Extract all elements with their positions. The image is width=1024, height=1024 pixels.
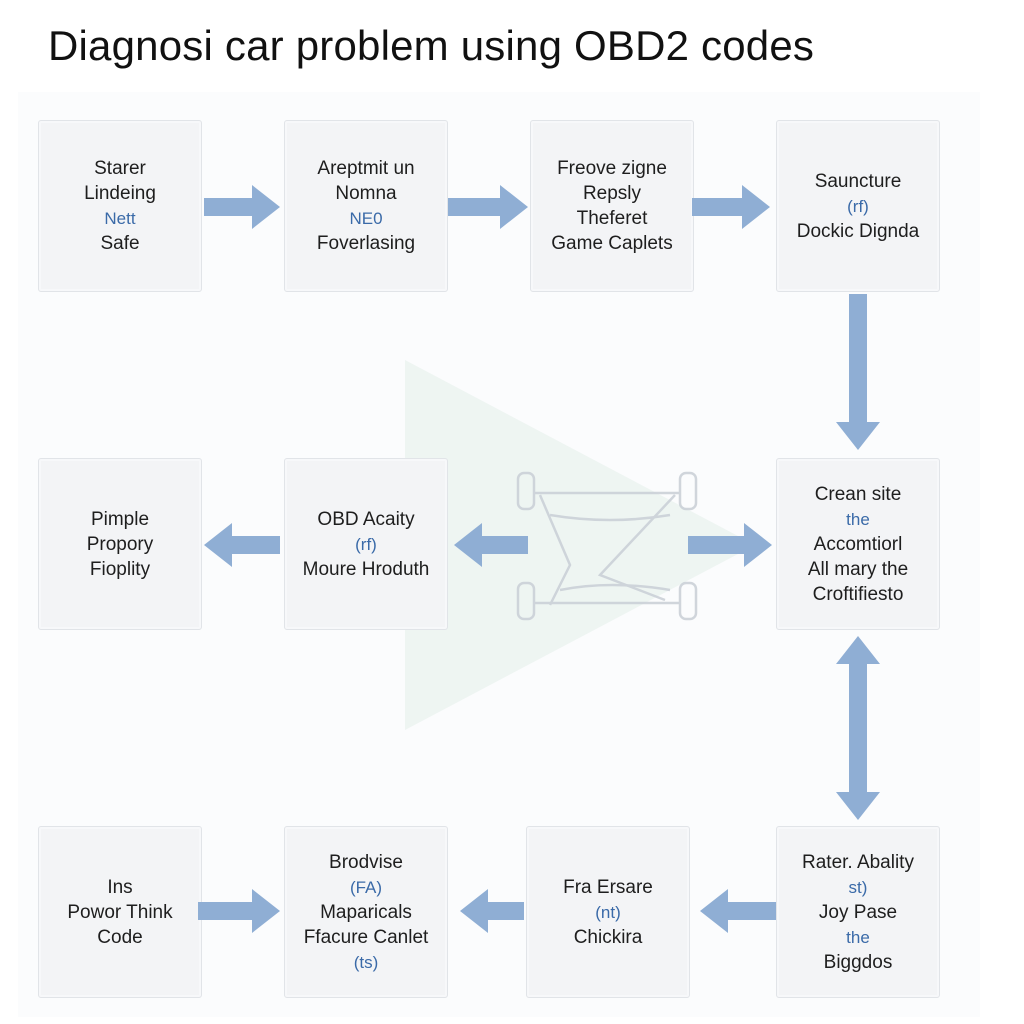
step-box-r1c4: Sauncture (rf) Dockic Dignda [776, 120, 940, 292]
arrow-r3c4-to-r3c3 [700, 889, 776, 933]
step-text-line: Fra Ersare [563, 876, 653, 898]
arrow-shape [688, 523, 772, 567]
arrow-r3c3-to-r3c2 [460, 889, 524, 933]
step-box-r2c2: OBD Acaity (rf) Moure Hroduth [284, 458, 448, 630]
step-text-line: Sauncture [814, 170, 902, 192]
step-text-line: Biggdos [823, 951, 893, 973]
step-text-line: Nomna [335, 183, 397, 204]
step-text-line: Rater. Abality [802, 851, 914, 873]
step-text-line: (nt) [595, 902, 621, 922]
step-text-line: Propory [86, 533, 154, 555]
arrow-shape [204, 523, 280, 567]
step-text-line: Freove zigne [557, 158, 667, 179]
step-text-line: Accomtiorl [813, 533, 903, 555]
arrow-center-to-r2c4 [688, 523, 772, 567]
step-text-line: Code [97, 926, 143, 948]
step-text-line: the [846, 509, 870, 529]
step-text-line: (rf) [847, 196, 869, 216]
step-text-line: Brodvise [329, 851, 403, 873]
diagram-title: Diagnosi car problem using OBD2 codes [48, 22, 815, 69]
step-text-line: (ts) [353, 952, 379, 972]
step-text-line: All mary the [807, 558, 909, 580]
step-text-line: OBD Acaity [317, 508, 415, 530]
step-text-line: Repsly [582, 183, 642, 204]
step-text-line: Foverlasing [316, 233, 416, 254]
arrow-shape [836, 636, 880, 820]
arrow-center-to-r2c2 [454, 523, 528, 567]
arrow-r1c1-to-r1c2 [204, 185, 280, 229]
step-text-line: st) [848, 877, 868, 897]
step-text-line: (FA) [349, 877, 383, 897]
arrow-r1c2-to-r1c3 [448, 185, 528, 229]
step-text-line: Safe [100, 233, 140, 254]
step-text-line: (rf) [355, 534, 377, 554]
step-text-line: Croftifiesto [812, 583, 904, 605]
step-text-line: Powor Think [67, 901, 173, 923]
arrow-shape [204, 185, 280, 229]
step-text-line: Crean site [814, 483, 902, 505]
arrow-r3c1-to-r3c2 [198, 889, 280, 933]
arrow-shape [454, 523, 528, 567]
step-text-line: Fioplity [89, 558, 151, 580]
arrow-shape [836, 294, 880, 450]
car-chassis-watermark [405, 360, 755, 730]
step-text-line: Joy Pase [818, 901, 898, 923]
arrow-r1c3-to-r1c4 [692, 185, 770, 229]
step-text-line: Lindeing [84, 183, 156, 204]
step-text-line: Ins [107, 876, 133, 898]
step-text-line: Moure Hroduth [302, 558, 430, 580]
arrow-shape [448, 185, 528, 229]
step-text-line: Chickira [573, 926, 643, 948]
step-text-line: Starer [94, 158, 146, 179]
step-text-line: Nett [104, 209, 136, 228]
arrow-shape [692, 185, 770, 229]
arrow-shape [198, 889, 280, 933]
step-text-line: Maparicals [320, 901, 412, 923]
step-text-line: Areptmit un [317, 158, 415, 179]
step-text-line: NE0 [349, 209, 383, 228]
step-text-line: Ffacure Canlet [303, 926, 429, 948]
arrow-r2c2-to-r2c1 [204, 523, 280, 567]
arrow-shape [700, 889, 776, 933]
step-text-line: Game Caplets [551, 233, 673, 254]
step-box-r3c3: Fra Ersare (nt) Chickira [526, 826, 690, 998]
step-text-line: Dockic Dignda [796, 220, 920, 242]
arrow-r1c4-to-r2c4 [836, 294, 880, 450]
arrow-shape [460, 889, 524, 933]
arrow-r2c4-r3c4 [836, 636, 880, 820]
step-text-line: the [846, 927, 870, 947]
step-text-line: Theferet [576, 208, 648, 229]
step-text-line: Pimple [90, 508, 150, 530]
